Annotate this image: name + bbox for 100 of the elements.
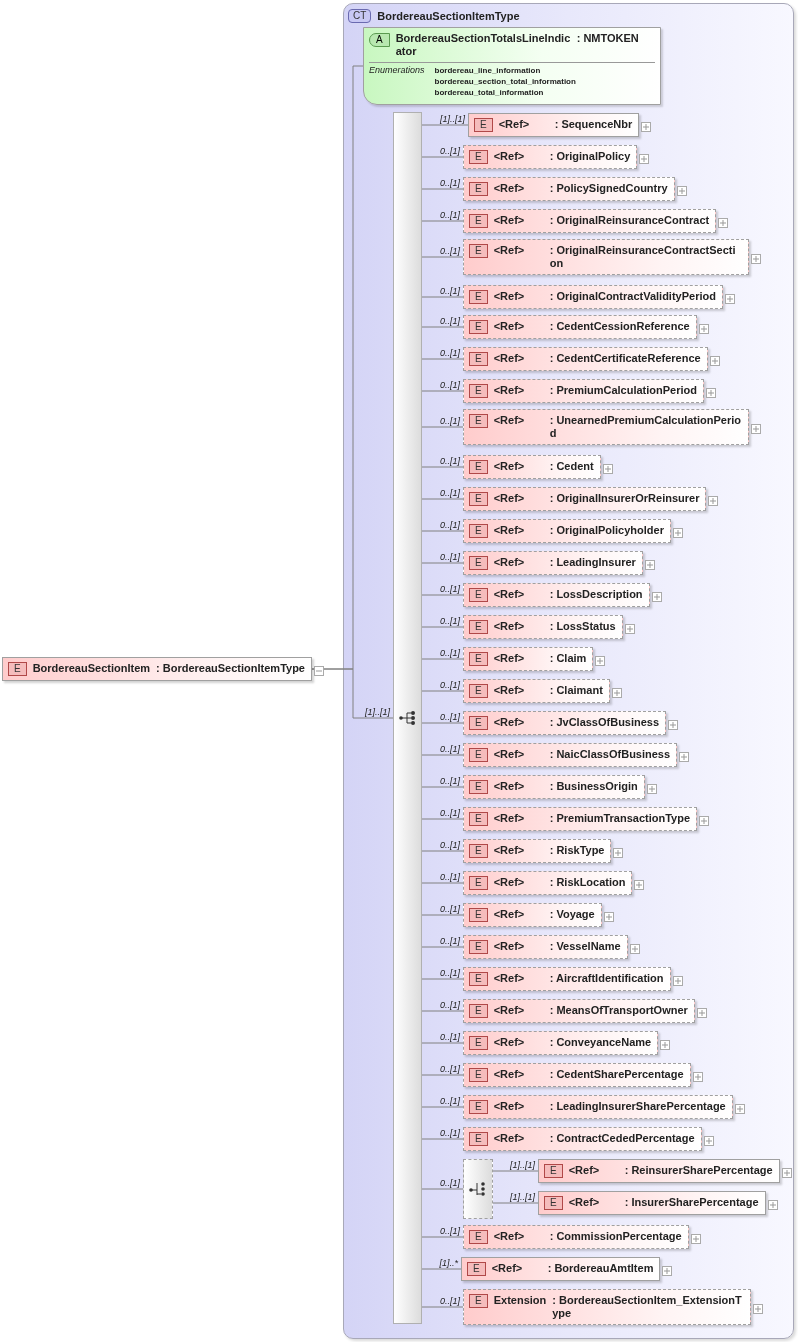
element-type: : CommissionPercentage xyxy=(549,1230,682,1243)
cardinality-label: [1]..[1] xyxy=(510,1160,535,1170)
element-box xyxy=(463,145,638,169)
element-badge: E xyxy=(469,716,488,730)
element-badge: E xyxy=(469,182,488,196)
element-type: : PremiumCalculationPeriod xyxy=(549,384,697,397)
cardinality-label: 0..[1] xyxy=(440,1000,460,1010)
element-type: : Voyage xyxy=(549,908,595,921)
element-type: : ContractCededPercentage xyxy=(549,1132,695,1145)
cardinality-label: 0..[1] xyxy=(440,936,460,946)
element-name: <Ref> xyxy=(493,244,526,257)
element-badge: E xyxy=(469,1068,488,1082)
element-type: : LeadingInsurer xyxy=(549,556,636,569)
element-box xyxy=(461,1257,661,1281)
cardinality-label: 0..[1] xyxy=(440,680,460,690)
element-badge: E xyxy=(544,1196,563,1210)
enumeration-value: bordereau_line_information xyxy=(434,65,542,76)
element-type: : LossStatus xyxy=(549,620,616,633)
connector-line xyxy=(421,1138,464,1140)
element-box xyxy=(463,1031,659,1055)
element-name: <Ref> xyxy=(498,118,531,131)
connector-line xyxy=(421,882,464,884)
element-name: <Ref> xyxy=(568,1164,601,1177)
element-badge: E xyxy=(469,290,488,304)
connector-line xyxy=(421,818,464,820)
element-type: : LossDescription xyxy=(549,588,643,601)
element-box xyxy=(463,239,749,275)
cardinality-label: 0..[1] xyxy=(440,520,460,530)
element-type: : RiskLocation xyxy=(549,876,626,889)
connector-line xyxy=(421,256,464,258)
element-box xyxy=(463,711,667,735)
element-box xyxy=(463,903,602,927)
element-name: <Ref> xyxy=(493,620,526,633)
complex-type-container xyxy=(343,3,794,1339)
element-badge: E xyxy=(469,876,488,890)
cardinality-label: 0..[1] xyxy=(440,968,460,978)
cardinality-label: 0..[1] xyxy=(440,872,460,882)
element-name: <Ref> xyxy=(493,908,526,921)
cardinality-label: [1]..[1] xyxy=(440,114,465,124)
element-name: <Ref> xyxy=(493,940,526,953)
element-box xyxy=(463,1289,752,1325)
cardinality-label: 0..[1] xyxy=(440,488,460,498)
element-type: : AircraftIdentification xyxy=(549,972,664,985)
element-name: <Ref> xyxy=(493,492,526,505)
element-name: <Ref> xyxy=(493,876,526,889)
element-type: : InsurerSharePercentage xyxy=(624,1196,759,1209)
connector-line xyxy=(421,390,464,392)
cardinality-label: [1]..[1] xyxy=(365,707,390,717)
cardinality-label: 0..[1] xyxy=(440,286,460,296)
cardinality-label: 0..[1] xyxy=(440,348,460,358)
cardinality-label: 0..[1] xyxy=(440,246,460,256)
element-type: : BusinessOrigin xyxy=(549,780,638,793)
element-box xyxy=(463,315,697,339)
element-badge: E xyxy=(469,414,488,428)
element-badge: E xyxy=(469,908,488,922)
connector-line xyxy=(421,1188,464,1190)
choice-box xyxy=(463,1159,493,1219)
element-name: <Ref> xyxy=(493,1004,526,1017)
connector-line xyxy=(421,124,469,126)
connector-line xyxy=(421,530,464,532)
cardinality-label: 0..[1] xyxy=(440,456,460,466)
element-badge: E xyxy=(544,1164,563,1178)
cardinality-label: 0..[1] xyxy=(440,648,460,658)
cardinality-label: 0..[1] xyxy=(440,552,460,562)
element-type: : OriginalPolicy xyxy=(549,150,631,163)
element-type: : CedentCessionReference xyxy=(549,320,690,333)
element-name: <Ref> xyxy=(493,460,526,473)
element-badge: E xyxy=(469,460,488,474)
element-box xyxy=(463,487,707,511)
element-name: <Ref> xyxy=(493,1036,526,1049)
cardinality-label: [1]..* xyxy=(439,1258,458,1268)
element-badge: E xyxy=(469,384,488,398)
element-box xyxy=(463,807,698,831)
element-name: <Ref> xyxy=(493,780,526,793)
element-badge: E xyxy=(469,748,488,762)
cardinality-label: 0..[1] xyxy=(440,744,460,754)
element-type: : ConveyanceName xyxy=(549,1036,652,1049)
element-type: : LeadingInsurerSharePercentage xyxy=(549,1100,726,1113)
element-badge: E xyxy=(469,214,488,228)
element-badge: E xyxy=(474,118,493,132)
element-box xyxy=(463,1127,702,1151)
element-box xyxy=(463,177,675,201)
element-name: <Ref> xyxy=(493,1068,526,1081)
connector-line xyxy=(421,722,464,724)
connector-line xyxy=(421,156,464,158)
cardinality-label: 0..[1] xyxy=(440,316,460,326)
element-box xyxy=(463,743,678,767)
element-box xyxy=(463,647,594,671)
cardinality-label: 0..[1] xyxy=(440,712,460,722)
cardinality-label: 0..[1] xyxy=(440,1296,460,1306)
element-name: <Ref> xyxy=(493,652,526,665)
cardinality-label: 0..[1] xyxy=(440,210,460,220)
connector-line xyxy=(421,914,464,916)
element-name: <Ref> xyxy=(568,1196,601,1209)
element-name: <Ref> xyxy=(493,556,526,569)
element-badge: E xyxy=(467,1262,486,1276)
connector-line xyxy=(311,668,394,719)
cardinality-label: 0..[1] xyxy=(440,904,460,914)
element-box xyxy=(463,1095,733,1119)
cardinality-label: 0..[1] xyxy=(440,1064,460,1074)
